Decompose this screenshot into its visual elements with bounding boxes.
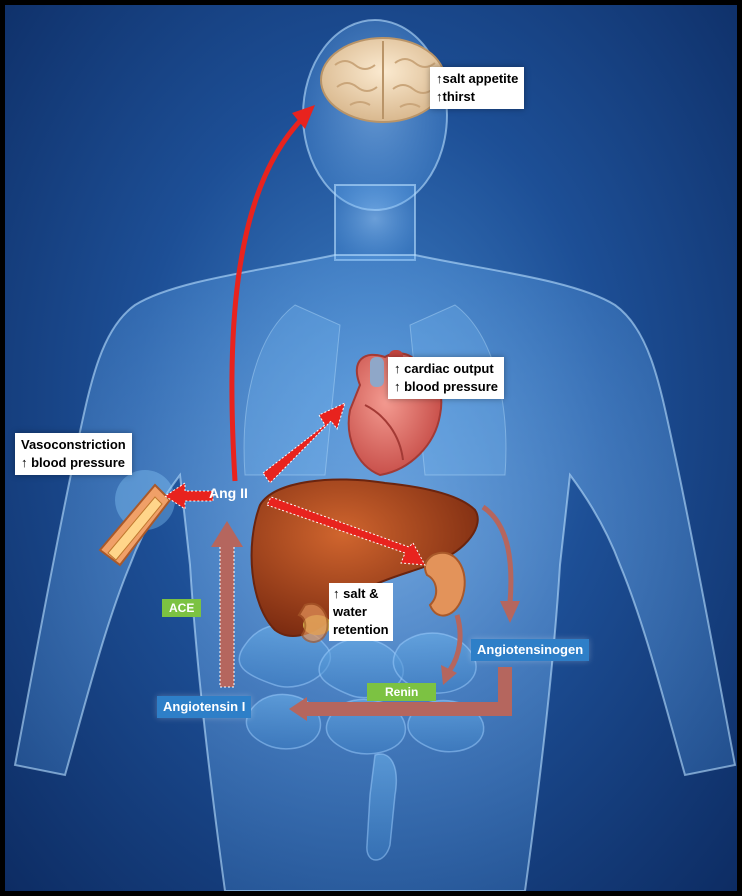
brain-effect-2: ↑thirst [436, 88, 518, 106]
brain-icon [321, 38, 445, 122]
vessel-effect-2: ↑ blood pressure [21, 454, 126, 472]
renin-label: Renin [367, 683, 436, 701]
vessel-effects-label: Vasoconstriction ↑ blood pressure [15, 433, 132, 475]
angiotensin1-label: Angiotensin I [157, 696, 251, 718]
kidney-effect-2: water [333, 603, 389, 621]
heart-effect-2: ↑ blood pressure [394, 378, 498, 396]
heart-effect-1: ↑ cardiac output [394, 360, 498, 378]
brain-effects-label: ↑salt appetite ↑thirst [430, 67, 524, 109]
heart-effects-label: ↑ cardiac output ↑ blood pressure [388, 357, 504, 399]
ace-label: ACE [162, 599, 201, 617]
brain-effect-1: ↑salt appetite [436, 70, 518, 88]
kidney-effect-3: retention [333, 621, 389, 639]
arrow-angiotensin1-to-ang2 [220, 545, 234, 687]
kidney-effect-1: ↑ salt & [333, 585, 389, 603]
ang2-label: Ang II [203, 482, 254, 504]
kidney-effects-label: ↑ salt & water retention [329, 583, 393, 641]
vessel-effect-1: Vasoconstriction [21, 436, 126, 454]
angiotensinogen-label: Angiotensinogen [471, 639, 589, 661]
